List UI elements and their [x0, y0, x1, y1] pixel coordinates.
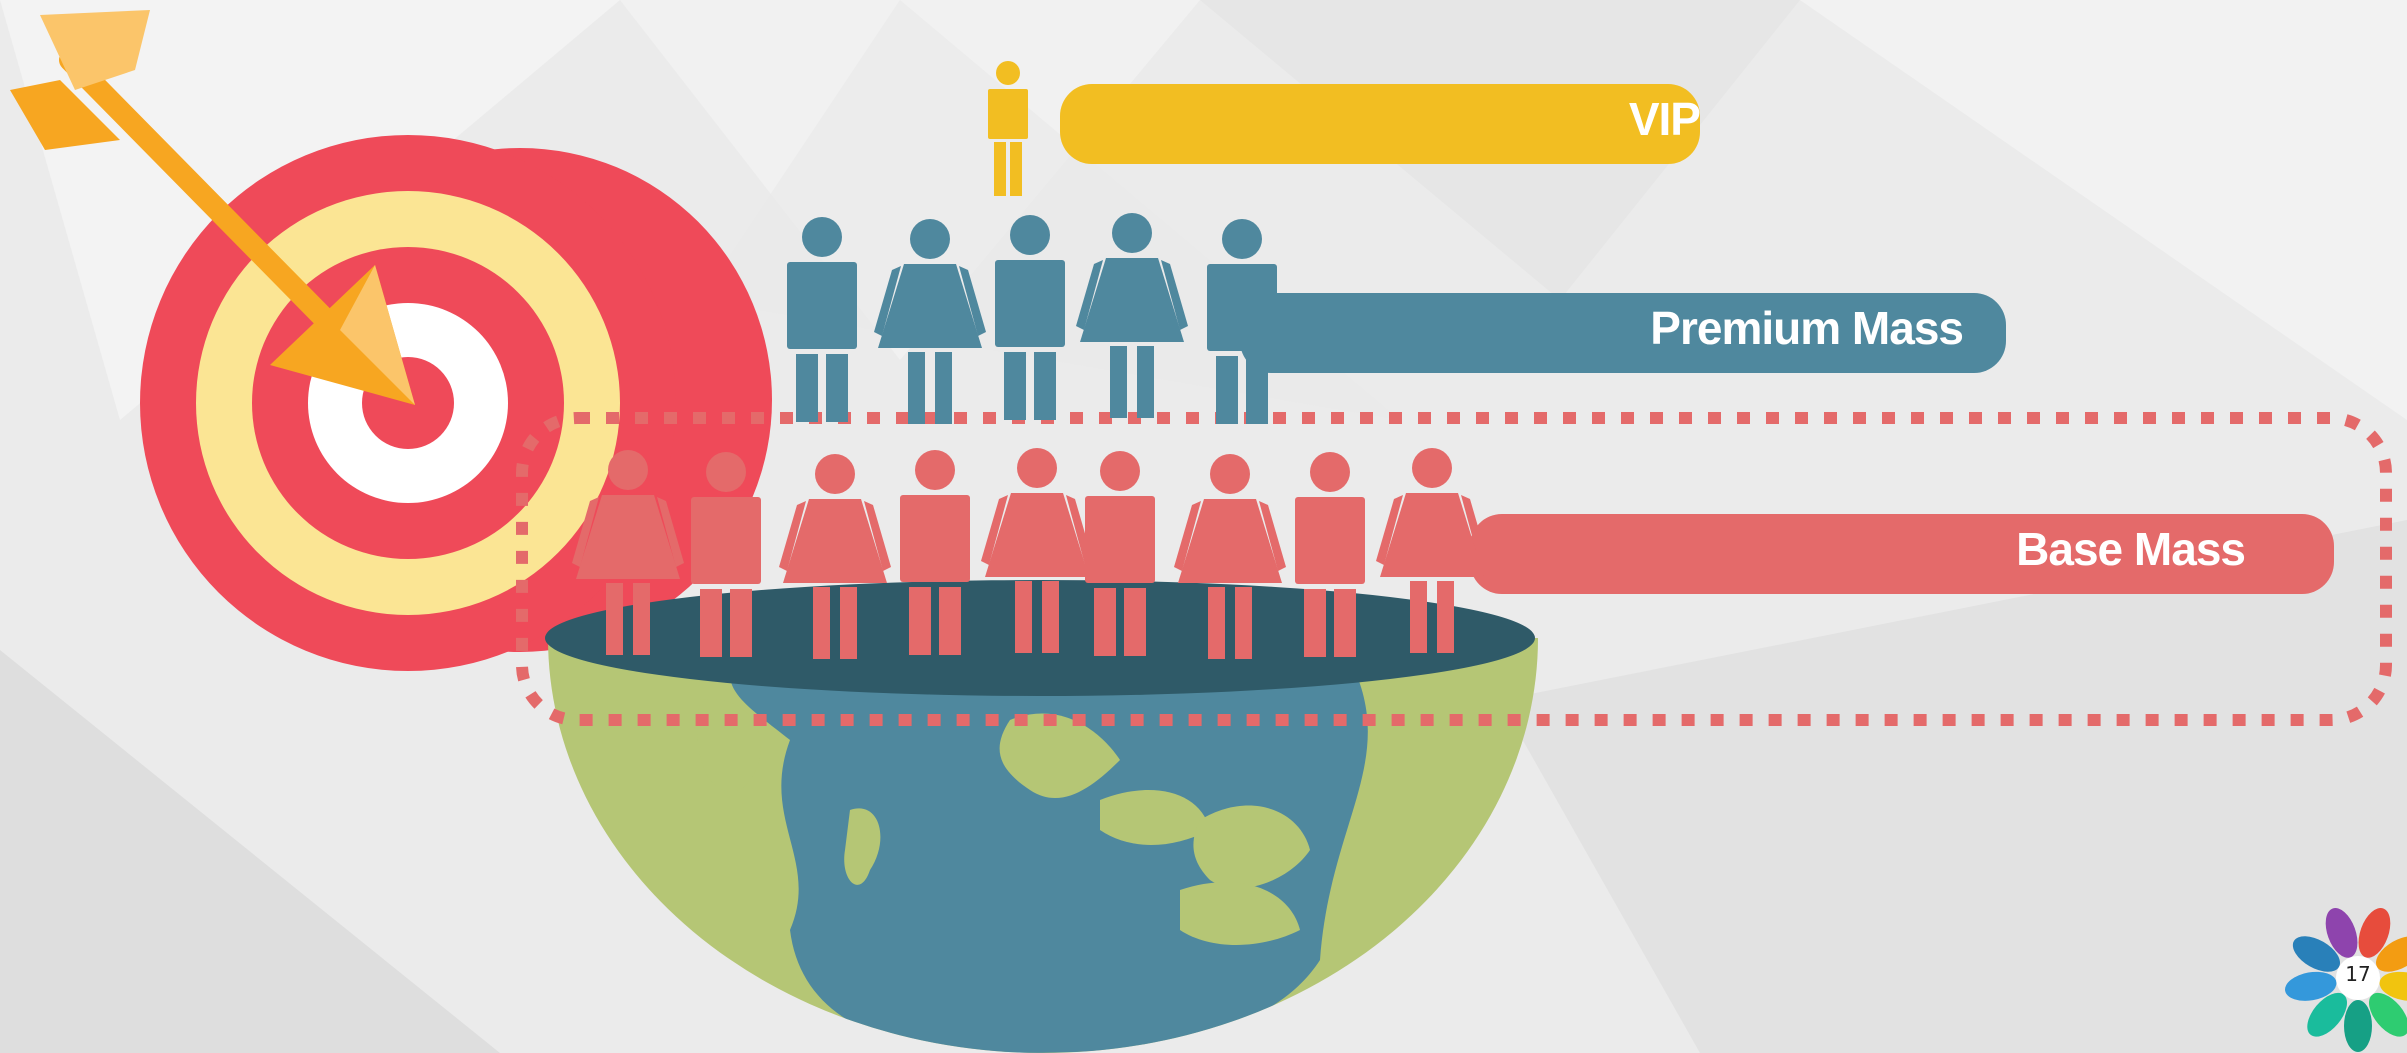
- base-mass-label: Base Mass: [2016, 523, 2246, 575]
- person-icon: [1207, 219, 1277, 424]
- base-mass-region: [516, 412, 2392, 726]
- vip-label: VIP: [1628, 93, 1701, 145]
- page-number: 17: [2345, 962, 2371, 986]
- premium-mass-label: Premium Mass: [1650, 302, 1964, 354]
- arrow-icon: [10, 10, 415, 405]
- globe-icon: [545, 580, 1538, 1053]
- logo-icon: [2285, 907, 2407, 1052]
- base-mass-band: [1470, 514, 2334, 594]
- vip-person-icon: [988, 61, 1028, 196]
- vip-band: [1060, 84, 1700, 164]
- premium-mass-band: [1240, 293, 2006, 373]
- base-mass-people: [572, 448, 1488, 659]
